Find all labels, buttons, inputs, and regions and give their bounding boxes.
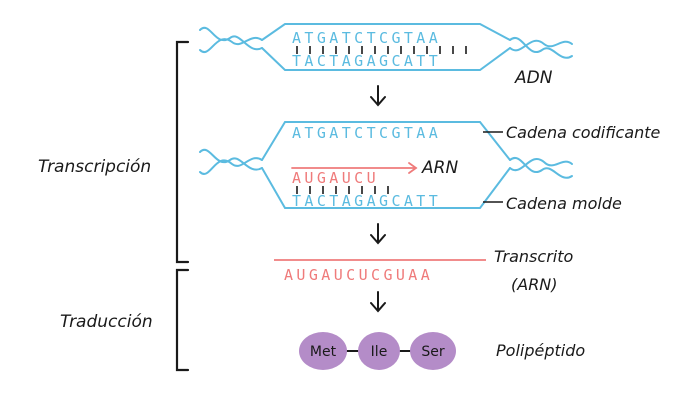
rna-direction-arrow [291,162,418,174]
transcript-label: Transcrito [494,247,573,266]
template-strand: TACTAGAGCATT [292,192,441,210]
arrow-down-icon [370,85,386,107]
amino-acid-label: Ser [421,344,445,360]
dna-top-base-pairs [296,46,467,54]
amino-acid-ile [358,332,400,370]
dna-helix-top [199,23,573,71]
amino-acid-label: Met [310,344,337,360]
template-strand-label: Cadena molde [506,194,622,213]
rna-growing-strand: AUGAUCU [292,169,379,187]
translation-bracket [175,268,190,372]
transcription-bubble [199,121,573,209]
transcription-bracket [175,40,190,264]
translation-label: Traducción [60,312,153,332]
dna-top-strand: ATGATCTCGTAA [292,29,441,47]
arrow-down-icon [370,223,386,245]
amino-acid-label: Ile [371,344,388,360]
rna-label: ARN [421,158,458,178]
polypeptide-chain: Met Ile Ser [299,332,456,370]
dna-label: ADN [514,68,553,88]
coding-strand-label: Cadena codificante [506,123,661,142]
transcript-sequence: AUGAUCUCGUAA [284,266,433,284]
dna-bottom-strand: TACTAGAGCATT [292,52,441,70]
coding-strand: ATGATCTCGTAA [292,124,441,142]
rna-dna-base-pairs [296,186,389,194]
polypeptide-label: Polipéptido [496,341,585,360]
amino-acid-ser [410,332,456,370]
transcription-label: Transcripción [38,157,151,177]
amino-acid-met [299,332,347,370]
transcript-label-rna: (ARN) [511,275,558,294]
arrow-down-icon [370,291,386,313]
